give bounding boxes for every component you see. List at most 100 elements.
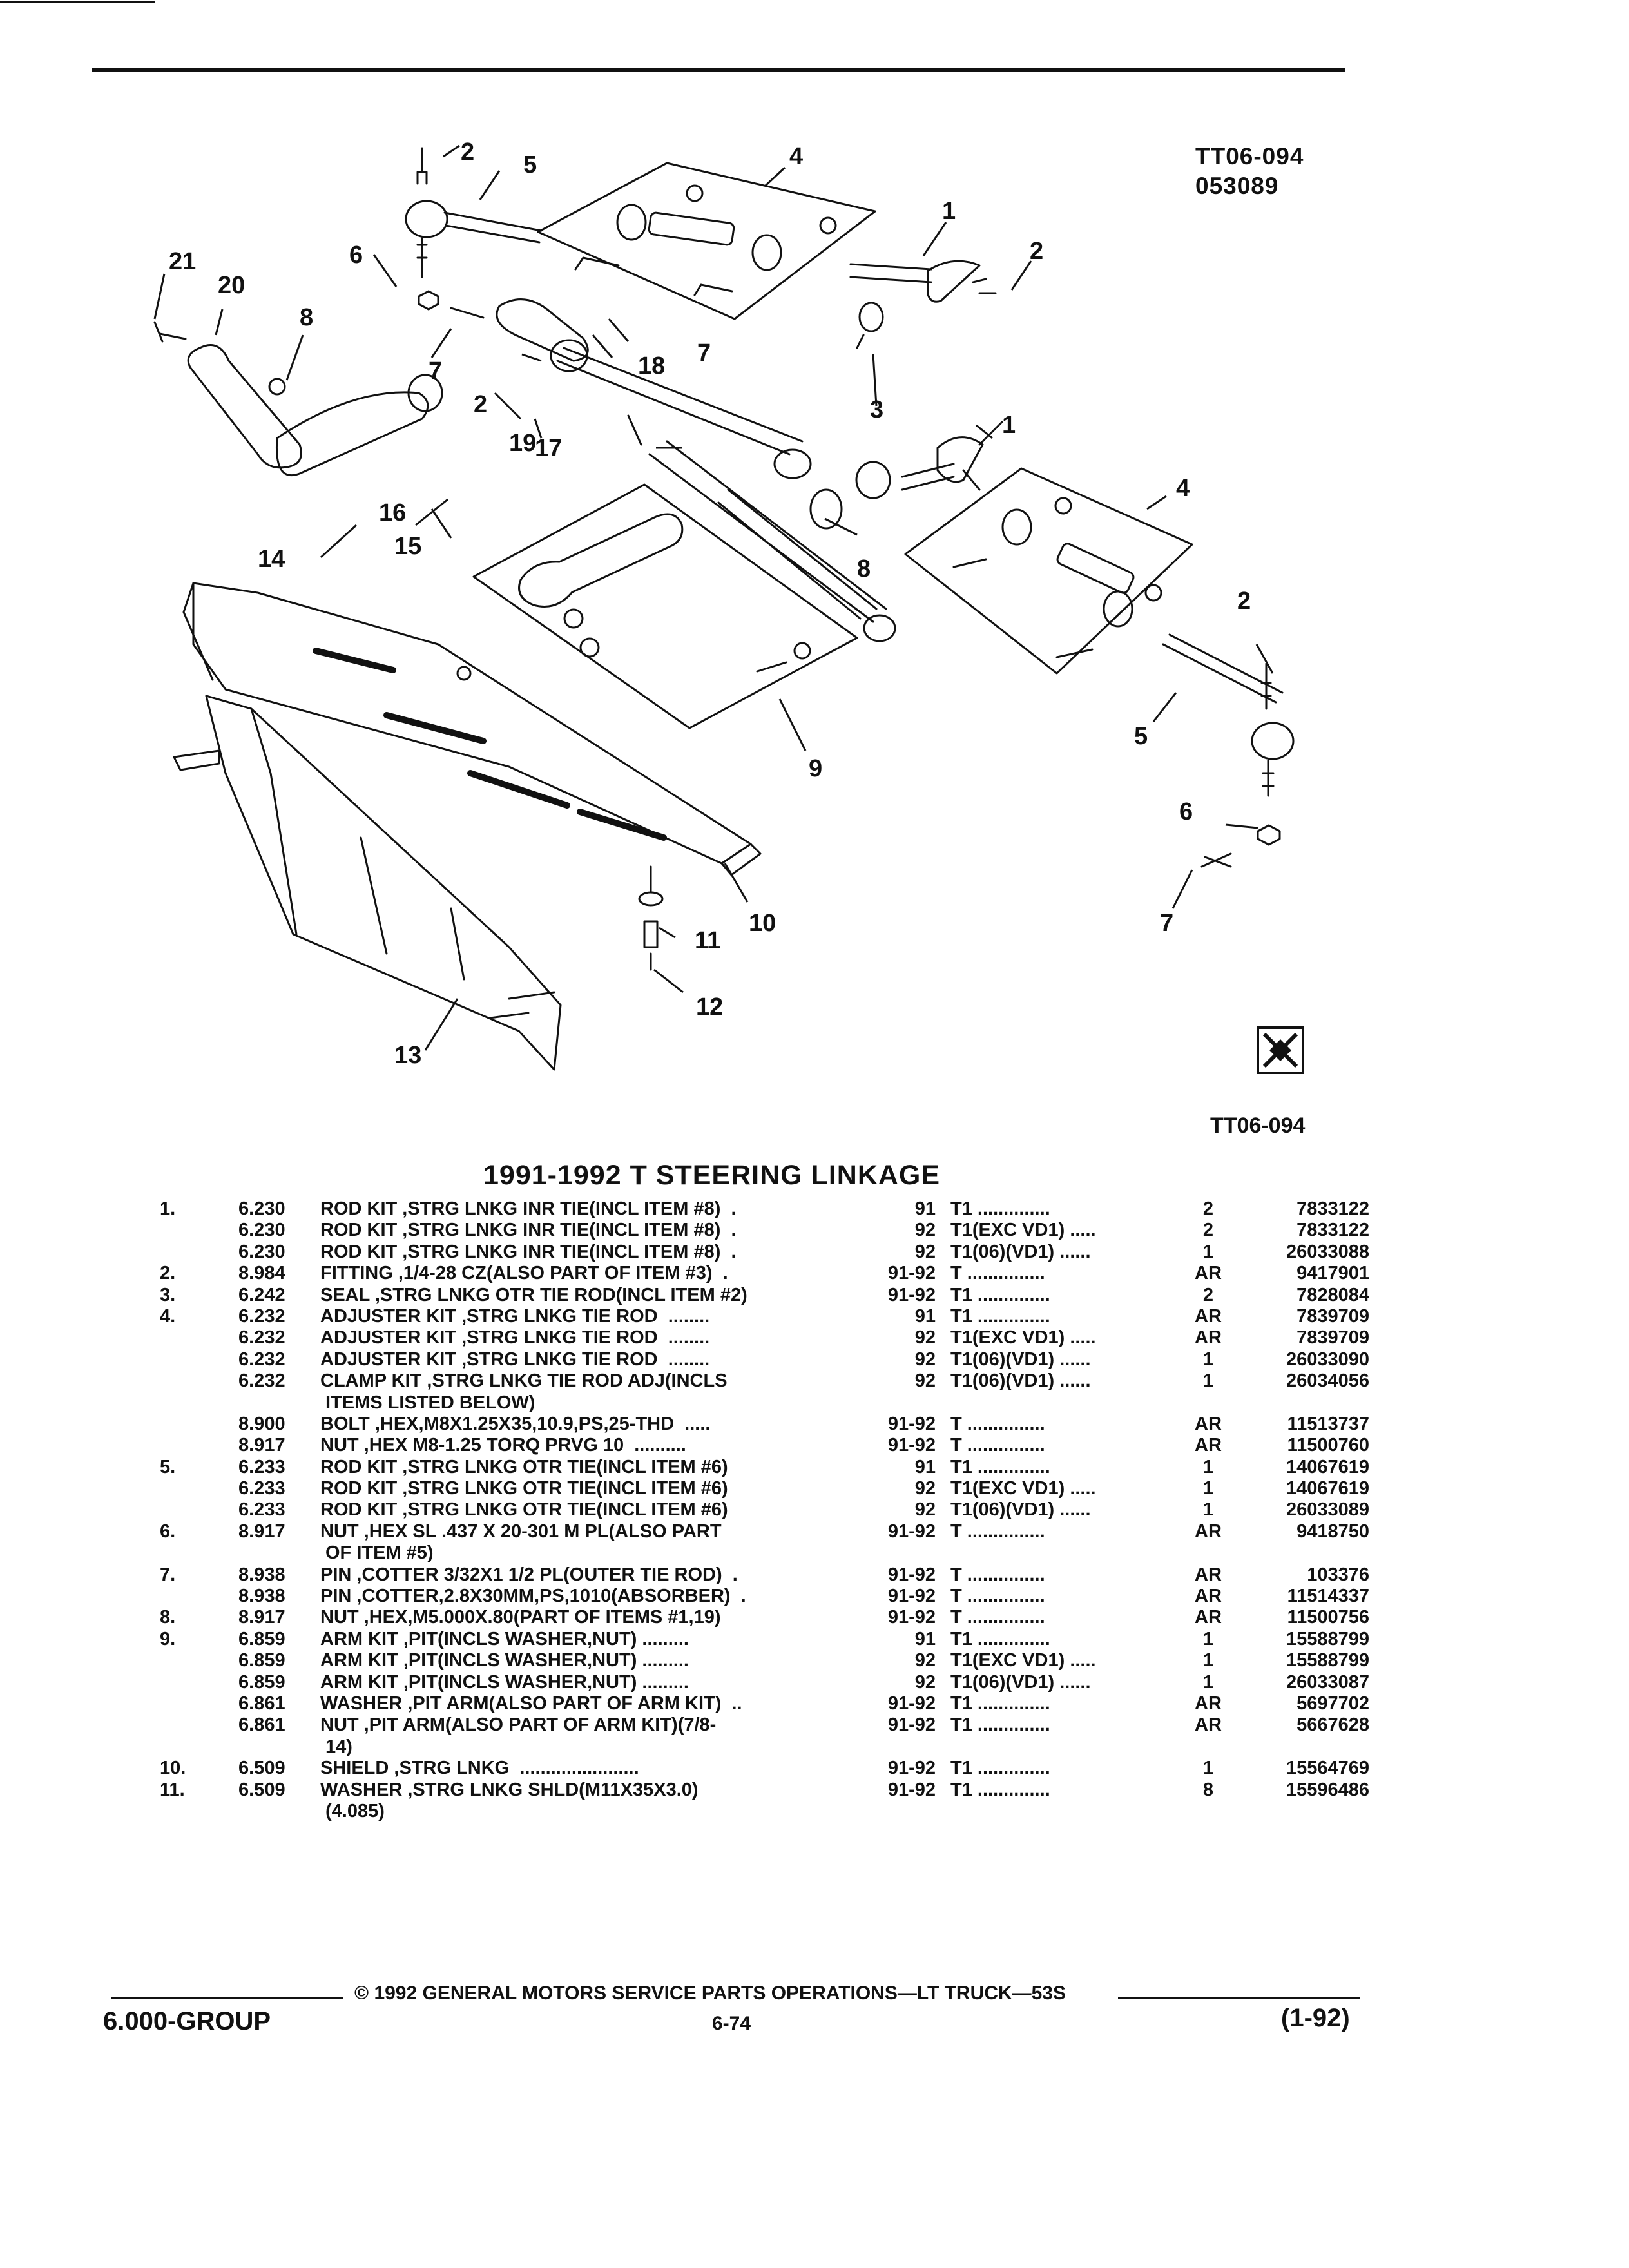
figure-ref-bottom: TT06-094 <box>1210 1113 1306 1138</box>
group-number: 6.859 <box>238 1650 285 1671</box>
item-number: 11. <box>160 1779 185 1800</box>
callout-labels: 2 5 4 1 2 6 7 7 21 20 8 2 18 19 17 3 1 4… <box>169 139 1251 1069</box>
part-number: 7839709 <box>1296 1305 1369 1327</box>
quantity: AR <box>1195 1521 1222 1542</box>
part-description: ROD KIT ,STRG LNKG OTR TIE(INCL ITEM #6) <box>320 1478 728 1499</box>
callout-8-right: 8 <box>857 555 871 582</box>
model-code: T1(EXC VD1) ..... <box>950 1220 1096 1241</box>
model-year: 91-92 <box>887 1564 936 1585</box>
quantity: AR <box>1195 1413 1222 1434</box>
model-year: 91 <box>914 1456 936 1477</box>
quantity: 1 <box>1202 1370 1214 1392</box>
group-number: 8.917 <box>238 1521 285 1542</box>
model-code: T ............... <box>950 1607 1045 1628</box>
footer-copyright: © 1992 GENERAL MOTORS SERVICE PARTS OPER… <box>354 1983 1066 2004</box>
part-description: CLAMP KIT ,STRG LNKG TIE ROD ADJ(INCLS <box>320 1370 728 1392</box>
callout-21: 21 <box>169 248 196 275</box>
part-number: 5697702 <box>1296 1693 1369 1714</box>
callout-4-right: 4 <box>1176 475 1190 502</box>
part-description: ROD KIT ,STRG LNKG INR TIE(INCL ITEM #8)… <box>320 1198 737 1219</box>
callout-17: 17 <box>535 435 562 462</box>
steering-linkage-diagram: 2 5 4 1 2 6 7 7 21 20 8 2 18 19 17 3 1 4… <box>153 139 1304 1074</box>
group-number: 6.859 <box>238 1628 285 1649</box>
group-number: 6.233 <box>238 1499 285 1521</box>
model-code: T1 .............. <box>950 1628 1050 1649</box>
part-number: 7833122 <box>1296 1220 1369 1241</box>
part-number: 26033089 <box>1286 1499 1369 1521</box>
model-code: T1(EXC VD1) ..... <box>950 1650 1096 1671</box>
quantity: AR <box>1195 1564 1222 1585</box>
model-year: 92 <box>914 1499 936 1521</box>
model-year: 92 <box>914 1370 936 1392</box>
part-number: 15588799 <box>1286 1628 1369 1649</box>
part-number: 5667628 <box>1296 1715 1369 1736</box>
model-code: T1(06)(VD1) ...... <box>950 1499 1091 1521</box>
quantity: 1 <box>1202 1456 1214 1477</box>
callout-1-right: 1 <box>1002 412 1016 439</box>
part-description: (4.085) <box>325 1800 385 1821</box>
model-code: T1(EXC VD1) ..... <box>950 1478 1096 1499</box>
group-number: 6.233 <box>238 1456 285 1477</box>
relay-rod <box>496 298 843 530</box>
part-number: 26033090 <box>1286 1349 1369 1370</box>
group-number: 6.230 <box>238 1198 285 1219</box>
group-number: 6.230 <box>238 1220 285 1241</box>
part-description: ITEMS LISTED BELOW) <box>325 1392 535 1413</box>
model-year: 91-92 <box>887 1607 936 1628</box>
model-code: T ............... <box>950 1413 1045 1434</box>
model-code: T1 .............. <box>950 1693 1050 1714</box>
item-number: 3. <box>160 1284 176 1305</box>
callout-7-left: 7 <box>429 358 442 385</box>
part-description: ADJUSTER KIT ,STRG LNKG TIE ROD ........ <box>320 1305 710 1327</box>
callout-7-mid: 7 <box>697 340 711 367</box>
quantity: AR <box>1195 1715 1222 1736</box>
figure-code: TT06-094 <box>1195 143 1304 169</box>
model-code: T1 .............. <box>950 1456 1050 1477</box>
group-number: 6.232 <box>238 1370 285 1392</box>
model-code: T1 .............. <box>950 1779 1050 1800</box>
callout-15: 15 <box>394 533 421 560</box>
group-number: 6.230 <box>238 1241 285 1262</box>
callout-9: 9 <box>809 755 822 782</box>
model-year: 91-92 <box>887 1779 936 1800</box>
model-year: 92 <box>914 1220 936 1241</box>
idler-arm <box>153 321 443 477</box>
quantity: 1 <box>1202 1241 1214 1262</box>
part-description: ARM KIT ,PIT(INCLS WASHER,NUT) ......... <box>320 1650 689 1671</box>
part-number: 14067619 <box>1286 1478 1369 1499</box>
model-year: 91-92 <box>887 1586 936 1607</box>
model-year: 91-92 <box>887 1284 936 1305</box>
group-number: 6.859 <box>238 1671 285 1693</box>
item-number: 9. <box>160 1628 176 1649</box>
footer-page-number: 6-74 <box>712 2013 751 2034</box>
leader-lines <box>153 144 1274 1051</box>
model-code: T1 .............. <box>950 1198 1050 1219</box>
parts-row-continuation: (4.085) <box>0 1801 1629 1822</box>
callout-11: 11 <box>695 927 720 954</box>
quantity: 2 <box>1202 1284 1214 1305</box>
part-description: FITTING ,1/4-28 CZ(ALSO PART OF ITEM #3)… <box>320 1263 728 1284</box>
callout-2-top: 2 <box>461 139 474 166</box>
model-code: T1 .............. <box>950 1284 1050 1305</box>
callout-2-bottom: 2 <box>1237 588 1251 615</box>
part-description: WASHER ,PIT ARM(ALSO PART OF ARM KIT) .. <box>320 1693 742 1714</box>
callout-18: 18 <box>638 352 665 380</box>
model-code: T1(06)(VD1) ...... <box>950 1241 1091 1262</box>
callout-14: 14 <box>258 546 285 573</box>
model-year: 92 <box>914 1241 936 1262</box>
quantity: 1 <box>1202 1349 1214 1370</box>
group-number: 8.938 <box>238 1564 285 1585</box>
catalog-symbol-icon <box>1257 1026 1304 1074</box>
part-description: NUT ,PIT ARM(ALSO PART OF ARM KIT)(7/8- <box>320 1715 717 1736</box>
quantity: 2 <box>1202 1220 1214 1241</box>
callout-2-mid: 2 <box>474 391 487 418</box>
part-description: PIN ,COTTER 3/32X1 1/2 PL(OUTER TIE ROD)… <box>320 1564 738 1585</box>
footer-rule-right <box>1118 1997 1360 1999</box>
callout-6-bottom: 6 <box>1179 798 1193 825</box>
